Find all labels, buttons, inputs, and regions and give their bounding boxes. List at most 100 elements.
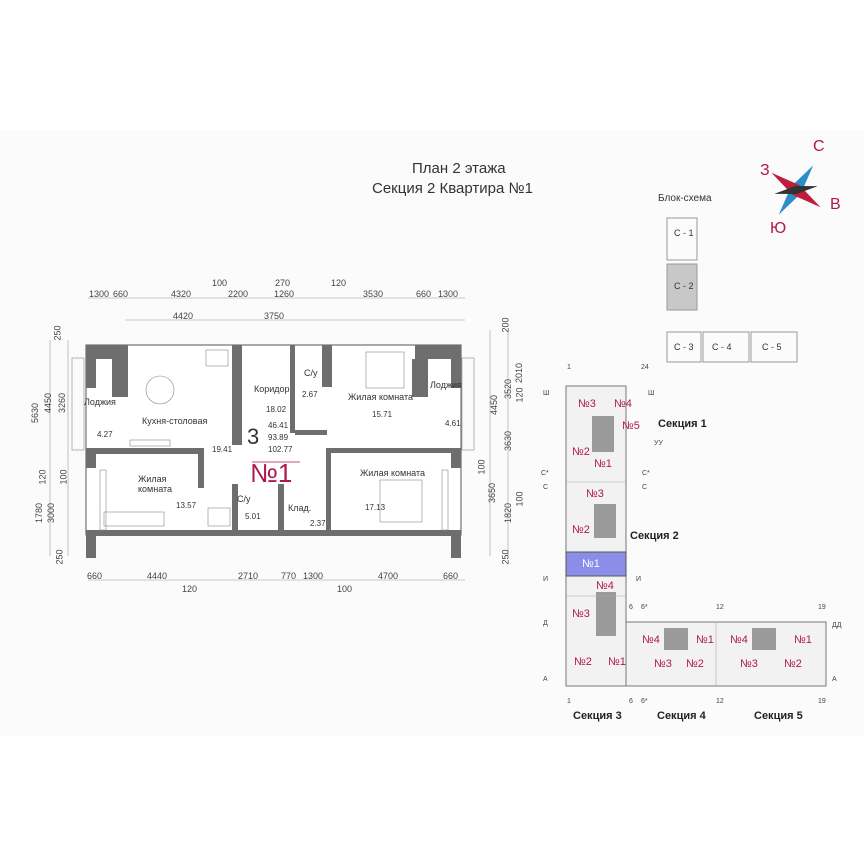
unit-s4-1: №1 [696, 634, 714, 646]
site-section-5: Секция 5 [754, 710, 803, 722]
dim-bottom-2: 4440 [147, 571, 168, 581]
unit-s3-3: №3 [572, 608, 590, 620]
unit-s4-3: №3 [654, 658, 672, 670]
room-storage: Клад. [288, 503, 312, 513]
axis-1-top: 1 [567, 364, 571, 371]
axis-cstar-left: С* [541, 470, 549, 477]
room-loggia-right-area: 4.61 [445, 419, 461, 428]
dim-top-8: 120 [331, 278, 347, 288]
axis-dd: ДД [832, 622, 842, 629]
dim-bottom-6: 4700 [378, 571, 399, 581]
axis-24: 24 [641, 364, 649, 371]
area-total-with-loggia: 102.77 [268, 445, 293, 454]
unit-s5-3: №3 [740, 658, 758, 670]
site-section-2: Секция 2 [630, 530, 679, 542]
dim-bottom-5: 1300 [303, 571, 324, 581]
room-bedroom-top-area: 15.71 [372, 410, 393, 419]
unit-s1-2: №2 [572, 446, 590, 458]
dim-bottom-7: 660 [443, 571, 459, 581]
axis-cstar-right: С* [642, 470, 650, 477]
dim-top-3: 4320 [171, 289, 192, 299]
dim-top-inner-2: 3750 [264, 311, 285, 321]
room-loggia-right: Лоджия [430, 380, 462, 390]
unit-s3-1: №1 [608, 656, 626, 668]
dim-top-10: 660 [416, 289, 432, 299]
site-section-3: Секция 3 [573, 710, 622, 722]
section-apartment-title: Секция 2 Квартира №1 [372, 180, 533, 197]
unit-s5-2: №2 [784, 658, 802, 670]
axis-19-bottom: 19 [818, 698, 826, 705]
block-s4: С - 4 [712, 342, 732, 352]
unit-s1-4: №4 [614, 398, 632, 410]
room-loggia-left-area: 4.27 [97, 430, 113, 439]
unit-s5-4: №4 [730, 634, 748, 646]
room-bath-bottom: С/у [237, 494, 251, 504]
dim-top-4: 100 [212, 278, 228, 288]
unit-s5-1: №1 [794, 634, 812, 646]
room-loggia-left: Лоджия [84, 397, 116, 407]
axis-12-top: 12 [716, 604, 724, 611]
room-bath-top-area: 2.67 [302, 390, 318, 399]
axis-a-left: А [543, 676, 548, 683]
unit-s4-4: №4 [642, 634, 660, 646]
axis-6star-bottom: 6* [641, 698, 648, 705]
unit-s2-3: №3 [586, 488, 604, 500]
rooms-count: 3 [247, 424, 260, 449]
axis-6star-top: 6* [641, 604, 648, 611]
dim-top-6: 270 [275, 278, 291, 288]
compass-south: Ю [770, 220, 787, 237]
dim-bottom-outer-2: 100 [337, 584, 353, 594]
block-s3: С - 3 [674, 342, 694, 352]
room-kitchen-area: 19.41 [212, 445, 233, 454]
block-s5: С - 5 [762, 342, 782, 352]
dim-bottom-4: 770 [281, 571, 297, 581]
axis-c-right: С [642, 484, 648, 491]
dim-bottom-3: 2710 [238, 571, 259, 581]
room-bedroom-top: Жилая комната [348, 392, 414, 402]
dim-top-inner-1: 4420 [173, 311, 194, 321]
axis-d: Д [543, 620, 548, 627]
area-living: 46.41 [268, 421, 289, 430]
axis-a-right: А [832, 676, 837, 683]
site-section-1: Секция 1 [658, 418, 707, 430]
apartment-number: №1 [250, 458, 293, 488]
axis-uu: УУ [654, 440, 663, 447]
axis-1-bottom: 1 [567, 698, 571, 705]
unit-s2-2: №2 [572, 524, 590, 536]
axis-19-top: 19 [818, 604, 826, 611]
room-bedroom-right-area: 17.13 [365, 503, 386, 512]
dim-top-1: 1300 [89, 289, 110, 299]
plan-title: План 2 этажа [412, 160, 506, 177]
axis-sh-left: Ш [543, 390, 550, 397]
axis-c-left: С [543, 484, 549, 491]
room-bedroom-left: Жилая комната [138, 474, 173, 494]
room-bedroom-right: Жилая комната [360, 468, 426, 478]
room-bedroom-left-area: 13.57 [176, 501, 197, 510]
dim-bottom-1: 660 [87, 571, 103, 581]
axis-12-bottom: 12 [716, 698, 724, 705]
room-bath-bottom-area: 5.01 [245, 512, 261, 521]
unit-s1-5: №5 [622, 420, 640, 432]
axis-6-bottom: 6 [629, 698, 633, 705]
axis-i-left: И [543, 576, 549, 583]
dim-bottom-outer-1: 120 [182, 584, 198, 594]
axis-sh-right: Ш [648, 390, 655, 397]
compass-north: С [813, 138, 825, 155]
room-corridor-area: 18.02 [266, 405, 287, 414]
unit-s2-1-selected: №1 [582, 558, 600, 570]
axis-i-right: И [636, 576, 642, 583]
blockscheme-title: Блок-схема [658, 193, 712, 204]
block-s2: С - 2 [674, 281, 694, 291]
unit-s3-4: №4 [596, 580, 614, 592]
dim-top-7: 1260 [274, 289, 295, 299]
dim-top-9: 3530 [363, 289, 384, 299]
area-total: 93.89 [268, 433, 289, 442]
compass-west: З [760, 162, 770, 179]
unit-s1-1: №1 [594, 458, 612, 470]
dim-top-2: 660 [113, 289, 129, 299]
unit-s4-2: №2 [686, 658, 704, 670]
